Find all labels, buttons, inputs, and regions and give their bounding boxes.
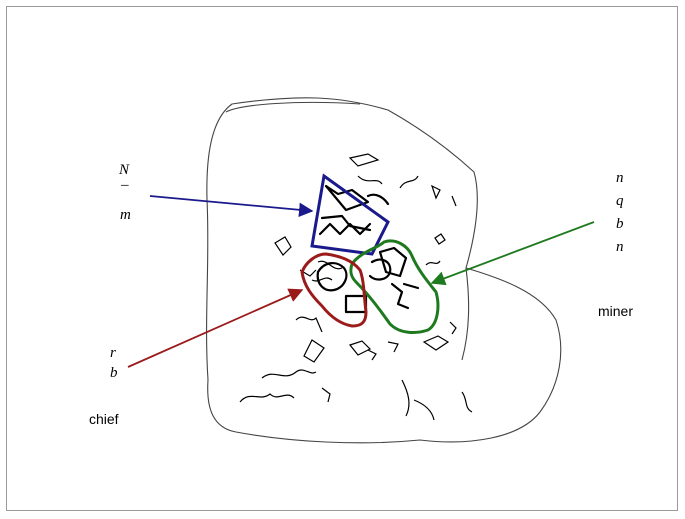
blue-label-2: – — [120, 177, 129, 193]
stone-inner-edge — [225, 101, 470, 361]
green-region-outline — [349, 239, 440, 334]
blue-region-outline — [310, 173, 390, 256]
red-label-2: b — [110, 365, 118, 381]
green-label-4: n — [616, 239, 624, 255]
stone-outline — [206, 97, 562, 444]
central-glyphs — [299, 184, 420, 314]
green-label-1: n — [616, 170, 624, 186]
blue-label-3: m — [120, 207, 131, 223]
miner-label: miner — [598, 303, 633, 319]
chief-label: chief — [89, 411, 119, 427]
red-label-1: r — [110, 345, 116, 361]
red-arrow — [127, 288, 304, 368]
green-label-3: b — [616, 216, 624, 232]
green-label-2: q — [616, 193, 624, 209]
blue-arrow — [149, 195, 314, 217]
carved-marks — [239, 153, 473, 421]
blue-label-1: N — [118, 162, 130, 178]
red-region-outline — [300, 252, 368, 328]
green-arrow — [430, 221, 595, 286]
